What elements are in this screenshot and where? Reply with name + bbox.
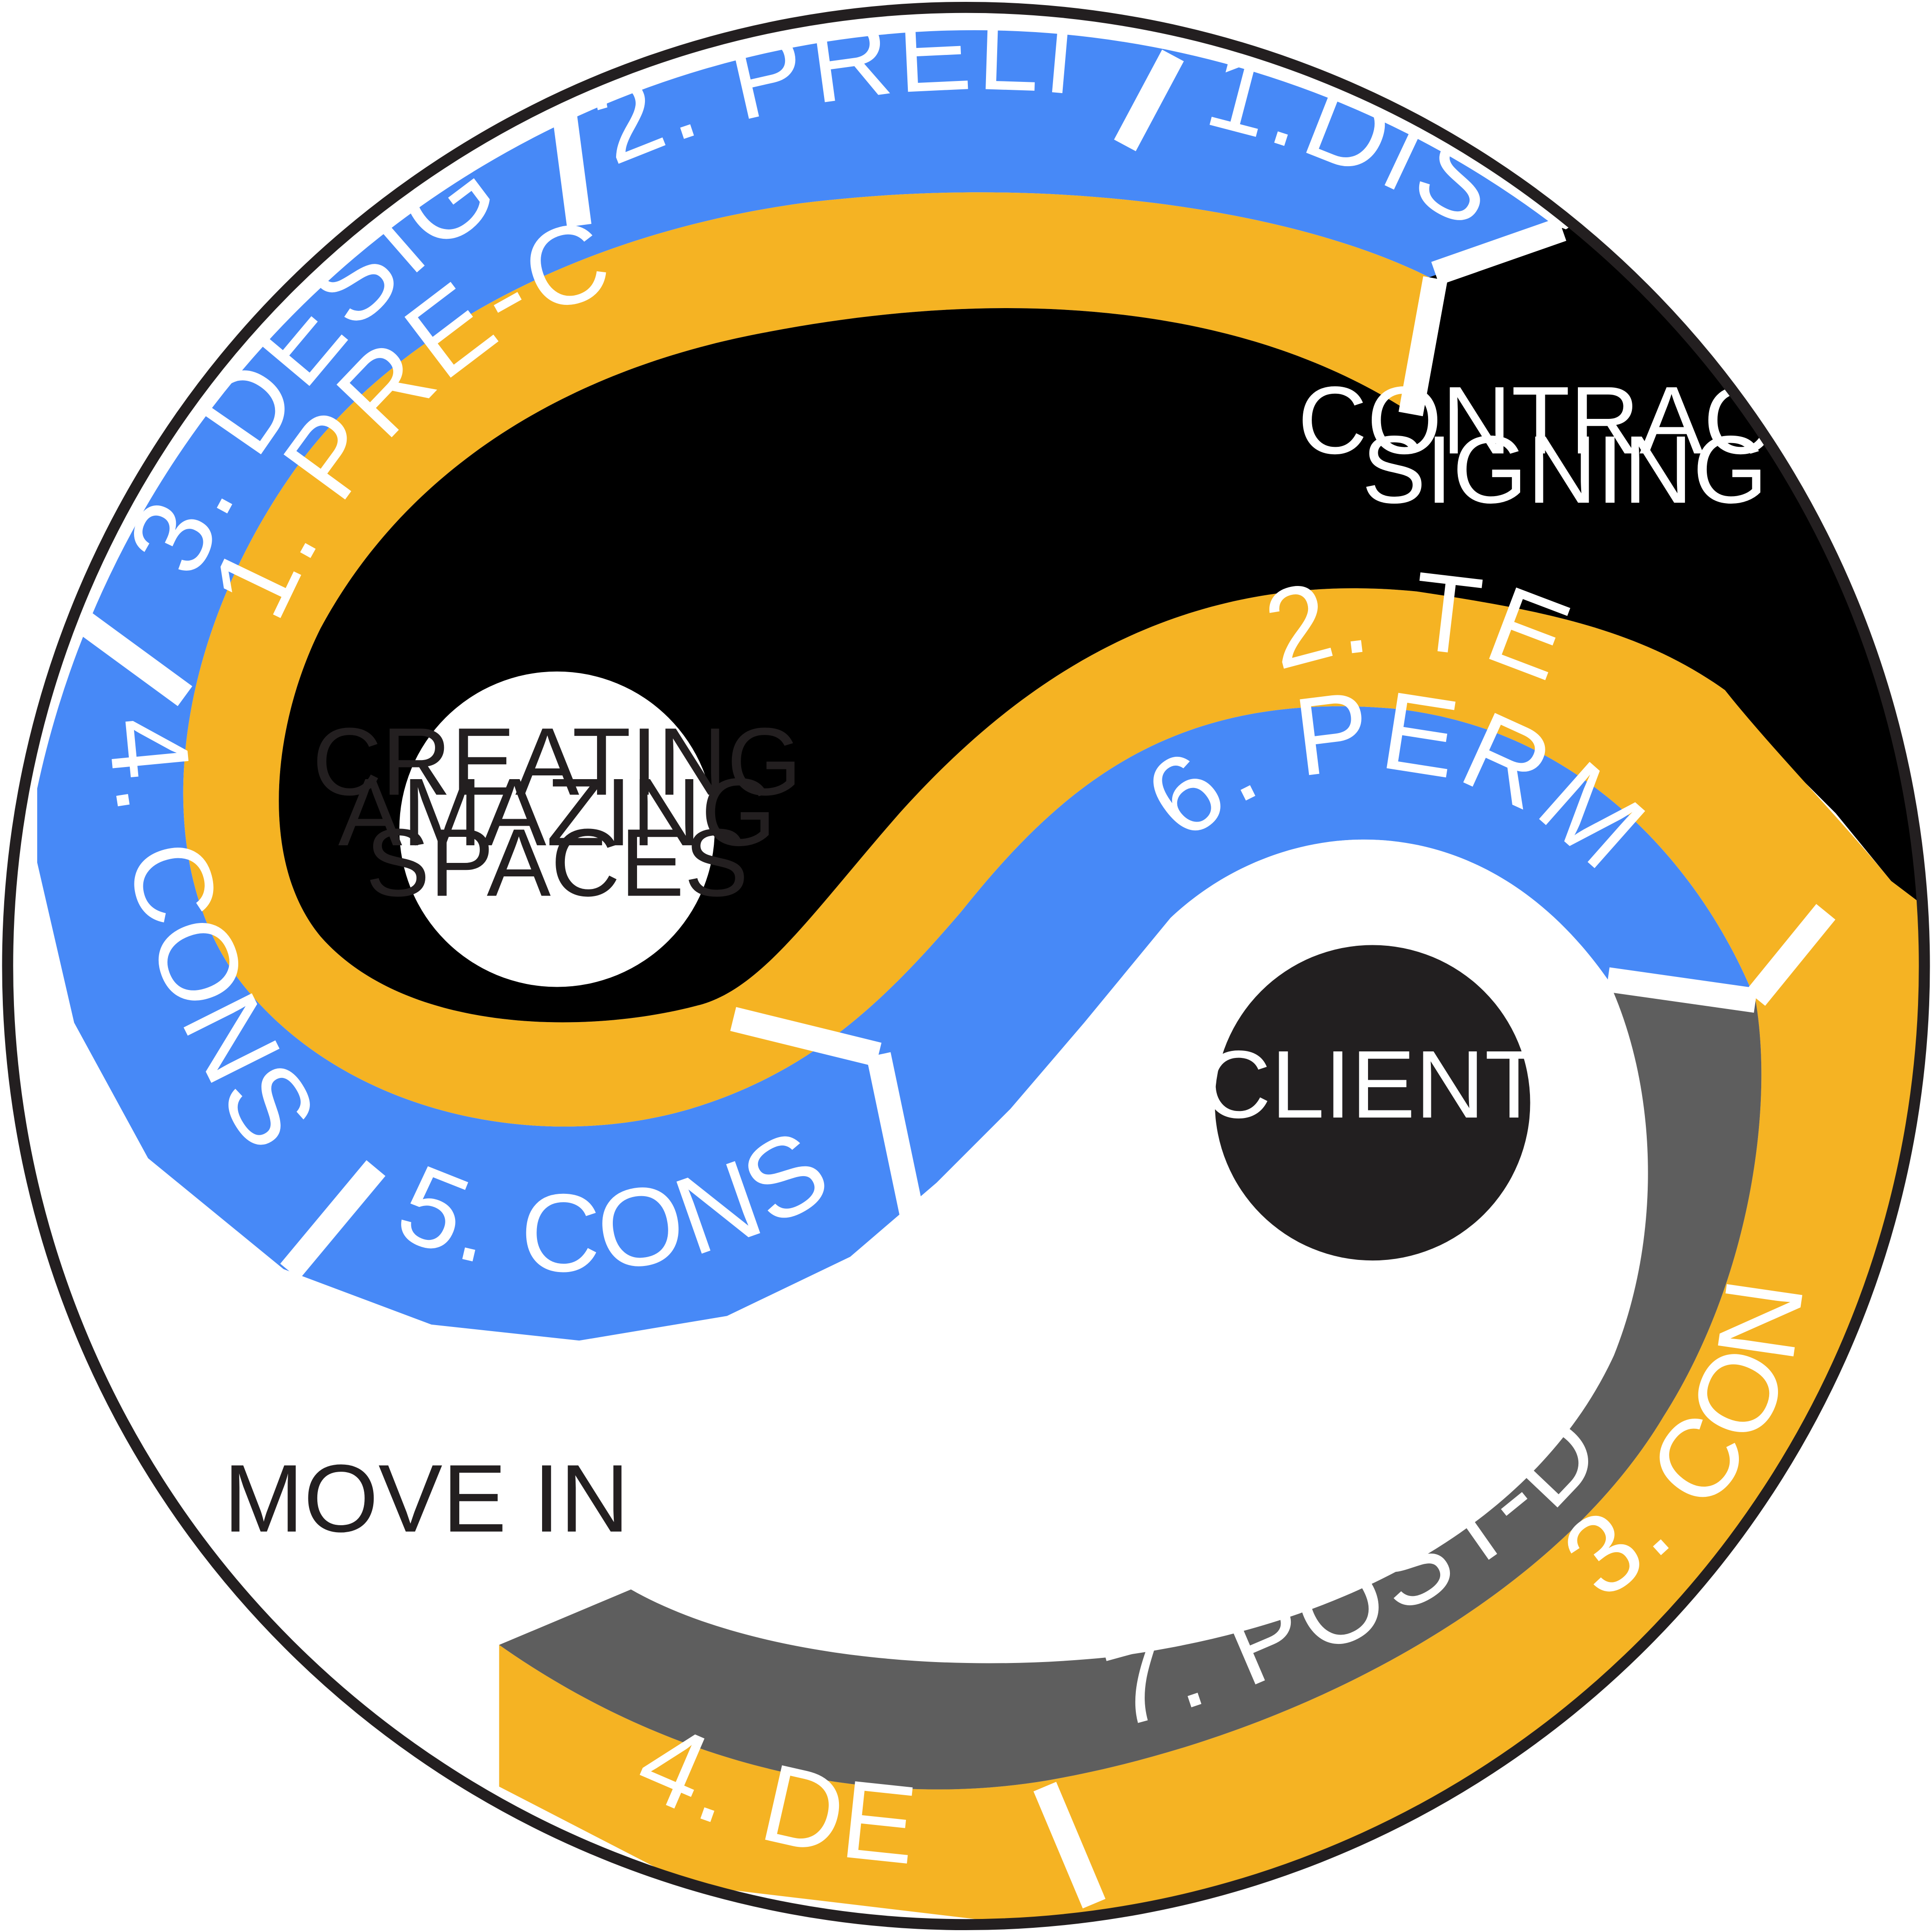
divider-tendering-construction [1746, 904, 1836, 1006]
divider-designdev-cdwgs [76, 612, 193, 707]
client-circle [1214, 945, 1530, 1261]
divider-preconst-contract [1398, 276, 1448, 417]
post-design-band [499, 979, 1762, 1790]
divider-discovery-contract [1431, 217, 1567, 285]
creating-line-2: AMAZING [338, 758, 776, 866]
client-label: CLIENT [1201, 1030, 1543, 1138]
divider-permit-postdesign [1606, 967, 1758, 1013]
divider-consultant-permit [866, 1052, 924, 1217]
creating-line-3: SPACES [366, 809, 748, 916]
divider-discovery-prelim [1114, 49, 1184, 151]
contract-signing-line-2: SIGNING [1362, 416, 1768, 523]
divider-prelim-designdev [552, 112, 591, 227]
move-in-label: MOVE IN [224, 1445, 630, 1552]
divider-construction-deficiencies [1033, 1782, 1106, 1909]
project-band [183, 192, 1925, 1925]
creating-line-1: CREATING [312, 708, 802, 815]
divider-preconst-permit [730, 1007, 882, 1067]
divider-cdwgs-consultant [280, 1160, 386, 1279]
creating-circle [399, 671, 715, 987]
design-band-outer [37, 30, 1756, 1341]
